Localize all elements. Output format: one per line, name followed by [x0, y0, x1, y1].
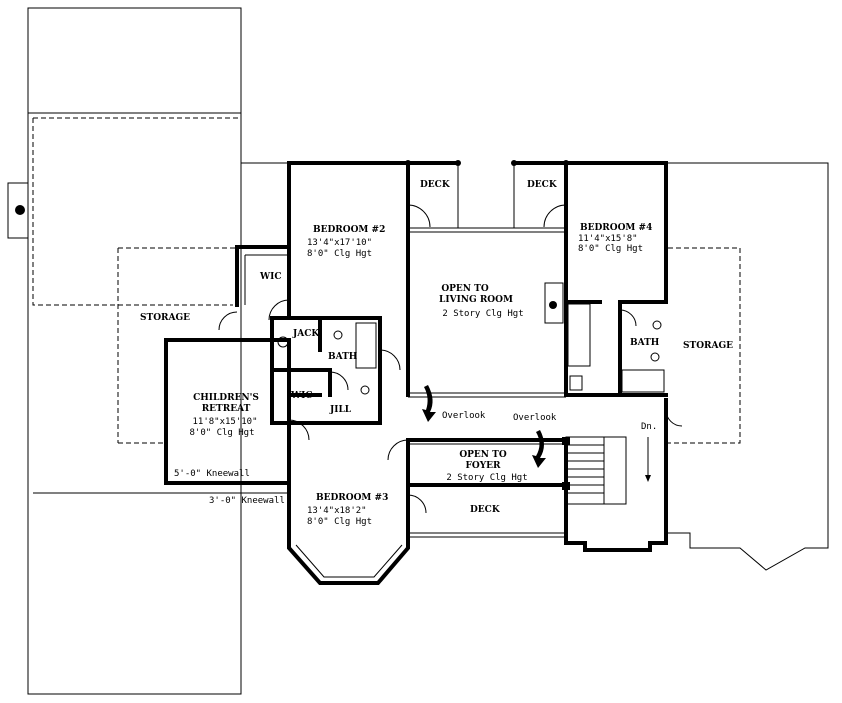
open-living-line1: OPEN TO	[441, 284, 489, 294]
deck-left-label: DECK	[420, 180, 451, 190]
children-size: 11'8"x15'10"	[192, 417, 257, 427]
deck-right-label: DECK	[527, 180, 558, 190]
wic-lower-label: WIC	[290, 391, 312, 401]
sink-icon-2	[360, 385, 370, 395]
toilet-icon-2	[650, 352, 660, 362]
storage-left-label: STORAGE	[140, 313, 190, 323]
stair-dn-label: Dn.	[641, 422, 657, 432]
vent-icon	[15, 205, 25, 215]
linen-closet	[569, 375, 583, 391]
jill-label: JILL	[329, 405, 352, 415]
bedroom3-size: 13'4"x18'2"	[307, 506, 367, 516]
bedroom2-size: 13'4"x17'10"	[307, 238, 372, 248]
jack-label: JACK	[292, 329, 320, 339]
bedroom4-clg: 8'0" Clg Hgt	[578, 244, 643, 254]
staircase	[565, 436, 651, 505]
toilet-icon	[333, 330, 343, 340]
open-living-line2: LIVING ROOM	[439, 295, 513, 305]
bedroom2-name: BEDROOM #2	[313, 225, 385, 235]
deck-bottom-label: DECK	[470, 505, 501, 515]
overlook-arrow-right-icon	[532, 430, 546, 468]
overlook-arrows	[422, 385, 546, 468]
roof-outline	[7, 7, 829, 695]
kneewall-5-label: 5'-0" Kneewall	[174, 469, 250, 479]
sink-icon	[277, 336, 289, 348]
overlook-arrow-left-icon	[422, 385, 436, 422]
wic-top-label: WIC	[259, 272, 281, 282]
open-foyer-line1: OPEN TO	[459, 450, 507, 460]
posts	[405, 160, 570, 490]
bedroom2-clg: 8'0" Clg Hgt	[307, 249, 372, 259]
bedroom4-name: BEDROOM #4	[580, 223, 652, 233]
open-living-clg: 2 Story Clg Hgt	[442, 309, 523, 319]
bath-center-label: BATH	[328, 352, 358, 362]
door-swings	[218, 204, 683, 514]
fireplace-icon	[549, 301, 557, 309]
overlook-left-label: Overlook	[442, 411, 486, 421]
children-line2: RETREAT	[202, 404, 251, 414]
bath-right-label: BATH	[630, 338, 660, 348]
open-foyer-line2: FOYER	[466, 461, 502, 471]
children-line1: CHILDREN'S	[193, 393, 259, 403]
bedroom4-size: 11'4"x15'8"	[578, 234, 638, 244]
bedroom3-name: BEDROOM #3	[316, 493, 388, 503]
walls	[164, 161, 668, 585]
kneewall-3-label: 3'-0" Kneewall	[209, 496, 285, 506]
storage-right-label: STORAGE	[683, 341, 733, 351]
sink-icon-3	[652, 320, 662, 330]
children-clg: 8'0" Clg Hgt	[189, 428, 254, 438]
fixtures	[277, 282, 662, 395]
bedroom3-clg: 8'0" Clg Hgt	[307, 517, 372, 527]
overlook-right-label: Overlook	[513, 413, 557, 423]
open-foyer-clg: 2 Story Clg Hgt	[446, 473, 527, 483]
